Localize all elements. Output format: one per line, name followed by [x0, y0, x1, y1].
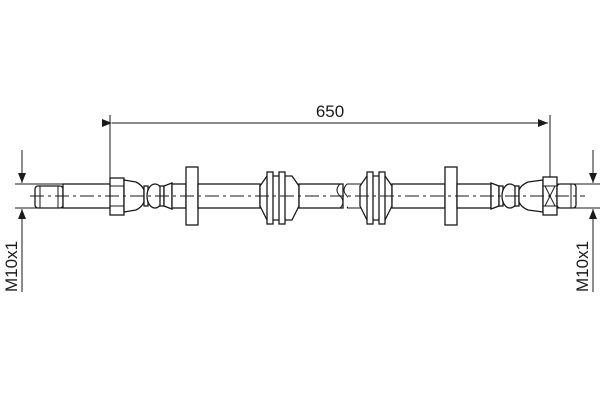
length-label: 650 — [316, 102, 344, 121]
brake-hose — [30, 166, 585, 226]
left-thread-label: M10x1 — [2, 241, 21, 292]
right-thread-label: M10x1 — [573, 241, 592, 292]
left-thread-callout: M10x1 — [2, 150, 110, 292]
right-grommet — [359, 175, 393, 221]
left-thread-end — [34, 185, 64, 209]
length-dimension: 650 — [102, 102, 551, 180]
right-thread-callout: M10x1 — [545, 150, 600, 292]
